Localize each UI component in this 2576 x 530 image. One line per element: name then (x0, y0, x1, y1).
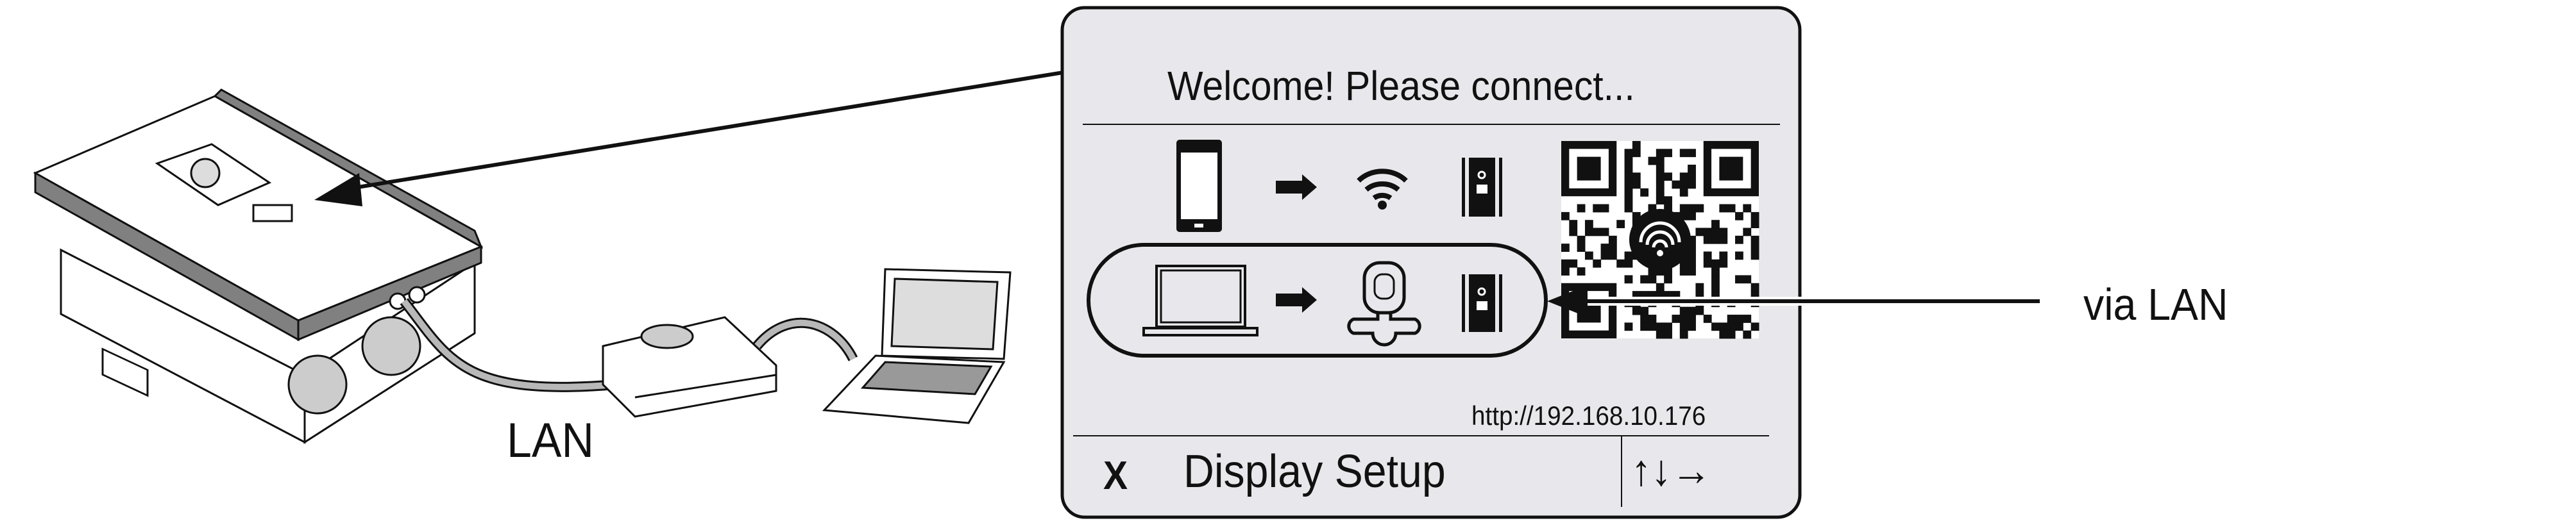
laptop-illustration (822, 268, 1012, 424)
display-panel (1060, 6, 1802, 519)
lan-option-highlight (1087, 243, 1548, 358)
close-button[interactable]: X (1103, 454, 1128, 498)
arrow-right-icon (1276, 287, 1317, 313)
display-url: http://192.168.10.176 (1471, 401, 1706, 431)
inverter-icon (1462, 274, 1502, 332)
inverter-illustration (33, 88, 484, 444)
via-lan-label: via LAN (2083, 279, 2228, 329)
display-setup-menu[interactable]: Display Setup (1183, 446, 1446, 497)
qr-code-icon (1561, 141, 1759, 339)
laptop-icon (1142, 265, 1258, 336)
lan-label: LAN (507, 413, 595, 468)
navigation-arrows[interactable]: ↑↓→ (1631, 446, 1712, 495)
smartphone-icon (1176, 140, 1222, 232)
wifi-icon (1357, 169, 1408, 210)
display-title: Welcome! Please connect... (1167, 63, 1635, 109)
router-illustration (602, 316, 777, 418)
arrow-right-icon (1276, 174, 1317, 200)
pointer-arrowhead (314, 173, 362, 206)
router-icon (1347, 261, 1421, 347)
pointer-line (346, 61, 1123, 191)
via-lan-arrowhead (1547, 285, 1588, 317)
inverter-icon (1462, 158, 1502, 217)
